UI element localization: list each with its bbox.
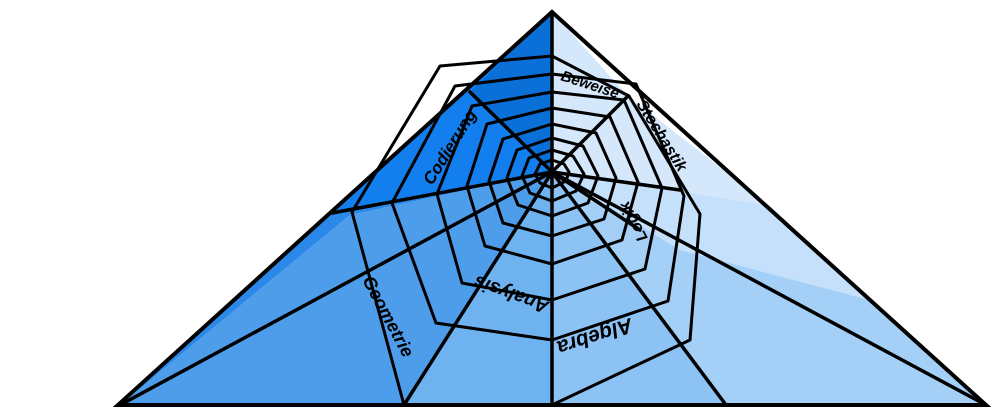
sector-left-outer: [120, 172, 552, 405]
sector-codierung-inner: [470, 12, 552, 172]
